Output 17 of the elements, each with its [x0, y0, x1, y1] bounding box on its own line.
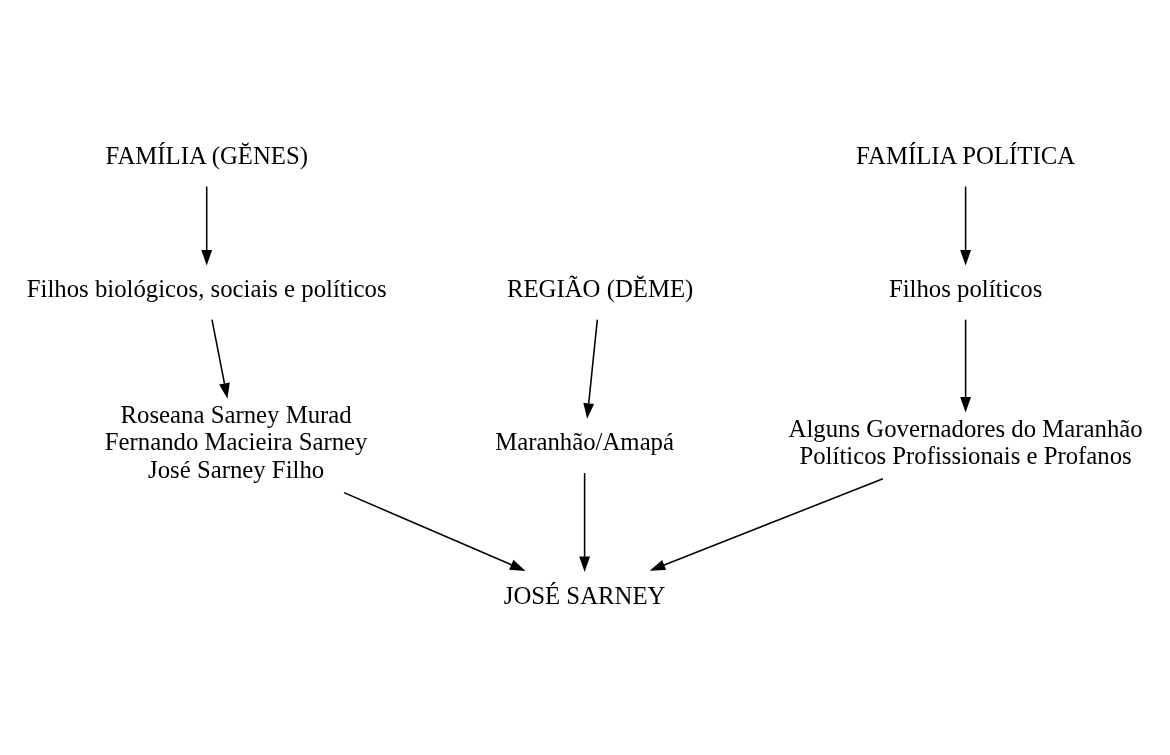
- node-text: FAMÍLIA POLÍTICA: [856, 141, 1076, 169]
- node-text: JOSÉ SARNEY: [503, 581, 666, 609]
- arrow: [343, 491, 526, 571]
- node-text: Maranhão/Amapá: [495, 427, 675, 455]
- node-text: FAMÍLIA (GĔNES): [105, 141, 308, 169]
- arrow: [201, 185, 213, 266]
- node-text: Roseana Sarney Murad Fernando Macieira Sarney José Sarney Filho: [104, 400, 368, 483]
- arrow: [960, 318, 972, 412]
- node-text: Alguns Governadores do Maranhão Políticos Profissionais e Profanos: [788, 414, 1143, 469]
- arrow: [960, 185, 972, 266]
- arrow: [583, 318, 599, 419]
- node-text: REGIÃO (DĔME): [506, 274, 694, 302]
- node-text: Filhos biológicos, sociais e políticos: [26, 274, 387, 302]
- arrow: [211, 318, 230, 399]
- node-text: Filhos políticos: [888, 274, 1043, 302]
- arrow: [649, 477, 884, 571]
- arrow: [579, 471, 591, 572]
